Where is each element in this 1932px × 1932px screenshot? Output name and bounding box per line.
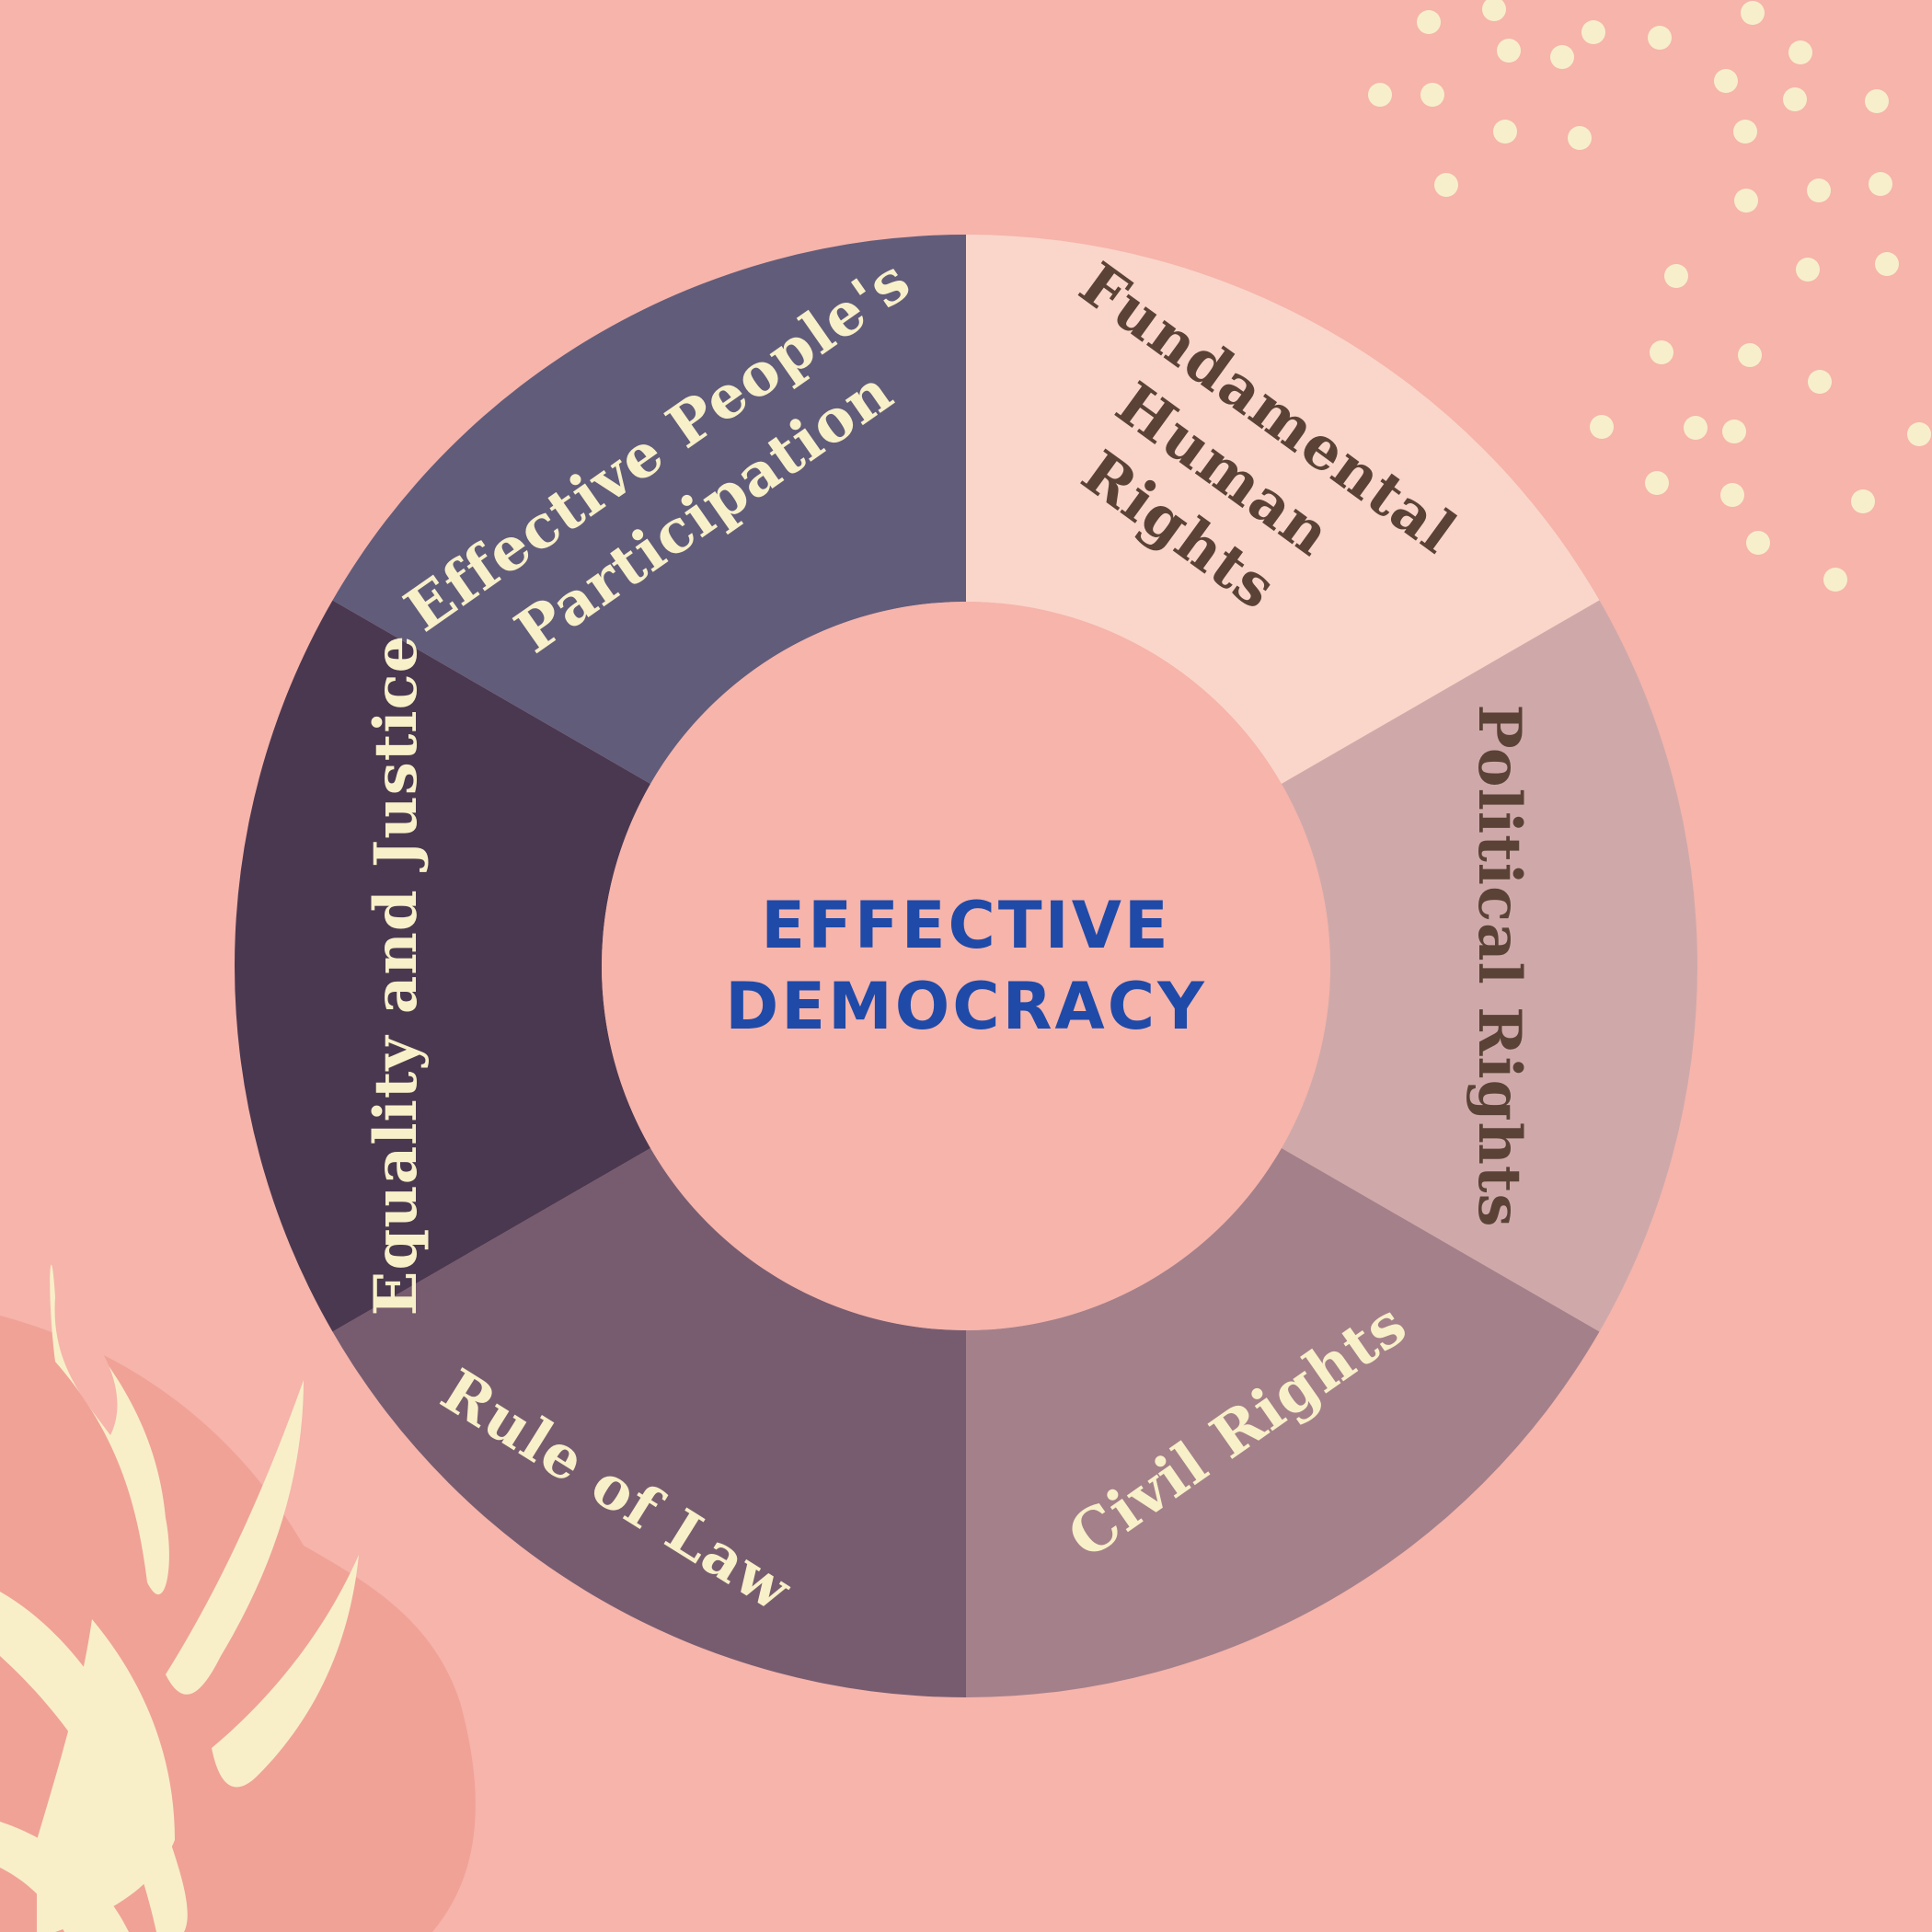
ring-segment-political xyxy=(1281,600,1697,1332)
decorative-dot xyxy=(1869,172,1892,196)
center-title-line1: EFFECTIVE xyxy=(761,888,1170,963)
decorative-dot xyxy=(1684,416,1708,440)
decorative-dot xyxy=(1664,264,1688,288)
center-circle xyxy=(602,602,1330,1330)
decorative-dot xyxy=(1722,420,1746,443)
decorative-dot xyxy=(1734,189,1758,213)
decorative-dot xyxy=(1417,10,1441,34)
ring-segment-participation xyxy=(332,235,967,784)
decorative-dot xyxy=(1875,252,1899,276)
ring-segments xyxy=(234,235,1697,1697)
decorative-dot xyxy=(1807,178,1831,202)
decorative-dot xyxy=(1550,45,1574,69)
decorative-dot xyxy=(1434,173,1458,197)
ring-segment-equality xyxy=(234,600,651,1332)
segment-label-political: Political Rights xyxy=(1465,705,1534,1228)
segment-label-line: Political Rights xyxy=(1465,705,1534,1228)
decorative-dot xyxy=(1568,126,1592,150)
decorative-dots xyxy=(1368,0,1931,592)
decorative-dot xyxy=(1907,422,1931,446)
decorative-dot xyxy=(1648,26,1672,50)
decorative-dot xyxy=(1851,489,1875,513)
segment-label-equality: Equality and Justice xyxy=(362,635,431,1317)
decorative-dot xyxy=(1493,120,1517,144)
decorative-dot xyxy=(1733,120,1757,144)
decorative-dot xyxy=(1650,340,1673,364)
decorative-dot xyxy=(1738,343,1762,367)
decorative-dot xyxy=(1482,0,1506,21)
decorative-dot xyxy=(1823,568,1847,592)
decorative-dot xyxy=(1741,1,1765,25)
decorative-dot xyxy=(1590,415,1614,439)
decorative-dot xyxy=(1796,258,1820,282)
ring-segment-fundamental xyxy=(966,235,1600,784)
decorative-dot xyxy=(1720,483,1744,507)
decorative-plant xyxy=(0,1264,476,1932)
decorative-dot xyxy=(1746,531,1770,555)
decorative-dot xyxy=(1788,40,1812,64)
segment-label-line: Equality and Justice xyxy=(362,635,431,1317)
decorative-dot xyxy=(1783,87,1807,111)
ring-segment-rule-of-law xyxy=(332,1148,967,1697)
decorative-dot xyxy=(1808,370,1832,394)
ring-segment-civil xyxy=(966,1148,1600,1697)
leaf-icon xyxy=(0,1264,359,1932)
decorative-dot xyxy=(1865,89,1889,113)
decorative-dot xyxy=(1420,83,1444,107)
decorative-dot xyxy=(1645,471,1669,495)
decorative-dot xyxy=(1714,69,1738,93)
decorative-dot xyxy=(1581,20,1605,44)
decorative-dot xyxy=(1497,39,1521,63)
decorative-dot xyxy=(1368,83,1392,107)
center-title-line2: DEMOCRACY xyxy=(725,969,1207,1044)
